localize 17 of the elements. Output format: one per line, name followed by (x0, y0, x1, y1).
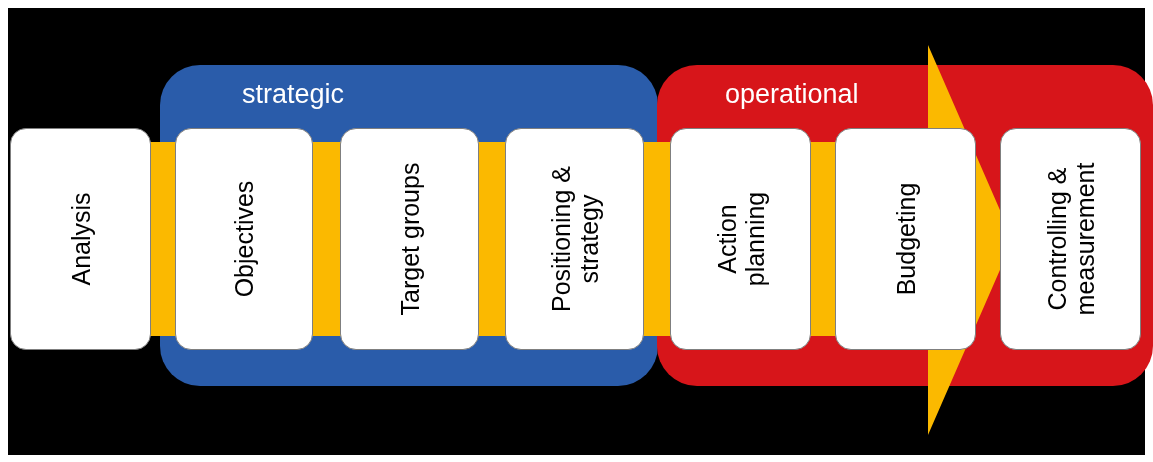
process-step-box (505, 128, 644, 350)
phase-band (657, 65, 1153, 386)
step-label: Objectives (230, 179, 258, 300)
process-step-box (10, 128, 151, 350)
process-step-box (175, 128, 313, 350)
process-step-box (670, 128, 811, 350)
step-label: Action planning (712, 190, 769, 289)
step-label: Positioning & strategy (546, 165, 603, 314)
process-step-box (835, 128, 976, 350)
step-label: Budgeting (891, 181, 920, 298)
step-label: Controlling & measurement (1042, 161, 1099, 318)
phase-heading: strategic (242, 79, 345, 110)
step-label: Target groups (395, 161, 424, 318)
process-step-box (340, 128, 479, 350)
phase-heading: operational (725, 79, 859, 110)
step-label: Analysis (66, 191, 95, 288)
process-step-box (1000, 128, 1141, 350)
